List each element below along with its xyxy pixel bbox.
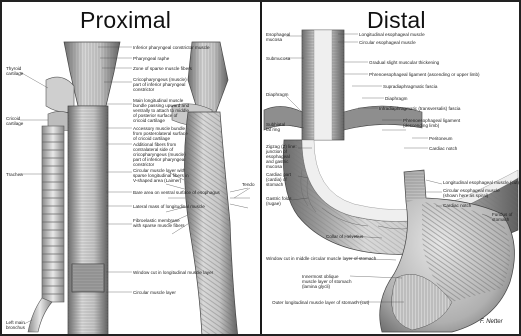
label-circular-layer-laimer: Circular muscle layer with sparse longit… <box>133 168 191 183</box>
label-circular-spiral: Circular esophageal muscle (shown here a… <box>443 188 503 198</box>
label-fibroelastic: Fibroelastic membrane with sparse muscle… <box>133 218 187 228</box>
label-accessory-bundle: Accessory muscle bundle from posterolate… <box>133 126 191 141</box>
label-zigzag-line: Zigzag (Z) line: junction of esophageal … <box>266 144 298 169</box>
proximal-heading: Proximal <box>80 7 171 34</box>
label-bare-area: Bare area on ventral surface of esophagu… <box>133 190 220 195</box>
label-trachea: Trachea <box>6 172 23 177</box>
label-circular-esophageal: Circular esophageal muscle <box>359 40 416 45</box>
label-subhiatal-fat: Subhiatal fat ring <box>266 122 290 132</box>
label-gastric-folds: Gastric folds (rugae) <box>266 196 292 206</box>
label-window-cut: Window cut in longitudinal muscle layer <box>133 270 213 275</box>
label-cricoid-cartilage: Cricoid cartilage <box>6 116 22 126</box>
label-lateral-mass: Lateral mass of longitudinal muscle <box>133 204 205 209</box>
label-infradiaphragmatic: Infradiaphragmatic (transversalis) fasci… <box>379 106 460 111</box>
label-longitudinal-cut: Longitudinal esophageal muscle (cut) <box>443 180 519 185</box>
label-thyroid-cartilage: Thyroid cartilage <box>6 66 22 76</box>
label-cardiac-notch-2: Cardiac notch <box>443 203 471 208</box>
label-outer-longitudinal: Outer longitudinal muscle layer of stoma… <box>272 300 369 305</box>
label-phrenoesophageal-lower: Phrenoesophageal ligament (descending li… <box>403 118 483 128</box>
label-phrenoesophageal-upper: Phrenoesophageal ligament (ascending or … <box>369 72 480 77</box>
label-tendo: Tendo <box>242 182 255 187</box>
label-cardiac-notch: Cardiac notch <box>429 146 457 151</box>
label-innermost-oblique: Innermost oblique muscle layer of stomac… <box>302 274 352 289</box>
label-gradual-thickening: Gradual slight muscular thickening <box>369 60 439 65</box>
label-zone-sparse: Zone of sparse muscle fibers <box>133 66 192 71</box>
label-window-cut-middle: Window cut in middle circular muscle lay… <box>266 256 376 261</box>
distal-heading: Distal <box>367 7 426 34</box>
label-pharyngeal-raphe: Pharyngeal raphe <box>133 56 169 61</box>
label-circular-muscle: Circular muscle layer <box>133 290 176 295</box>
panel-divider <box>260 2 262 336</box>
label-supradiaphragmatic: Supradiaphragmatic fascia <box>383 84 437 89</box>
label-left-bronchus: Left main bronchus <box>6 320 26 330</box>
label-longitudinal-esophageal: Longitudinal esophageal muscle <box>359 32 425 37</box>
label-additional-fibers: Additional fibers from contralateral sid… <box>133 142 191 167</box>
label-peritoneum: Peritoneum <box>429 136 453 141</box>
label-diaphragm: Diaphragm <box>385 96 407 101</box>
label-collar-helvetius: Collar of Helvetius <box>326 234 363 239</box>
label-cricopharyngeus: Cricopharyngeus (muscle) part of inferio… <box>133 77 191 92</box>
artist-signature: F. Netter <box>480 320 503 325</box>
label-esophageal-mucosa: Esophageal mucosa <box>266 32 288 42</box>
label-main-longitudinal: Main longitudinal muscle bundle passing … <box>133 98 191 123</box>
label-submucosa: Submucosa <box>266 56 290 61</box>
label-fundus: Fundus of stomach <box>492 212 518 222</box>
label-inferior-constrictor: Inferior pharyngeal constrictor muscle <box>133 45 210 50</box>
label-cardiac-part: Cardiac part (cardia) of stomach <box>266 172 296 187</box>
label-diaphragm-left: Diaphragm <box>266 92 288 97</box>
